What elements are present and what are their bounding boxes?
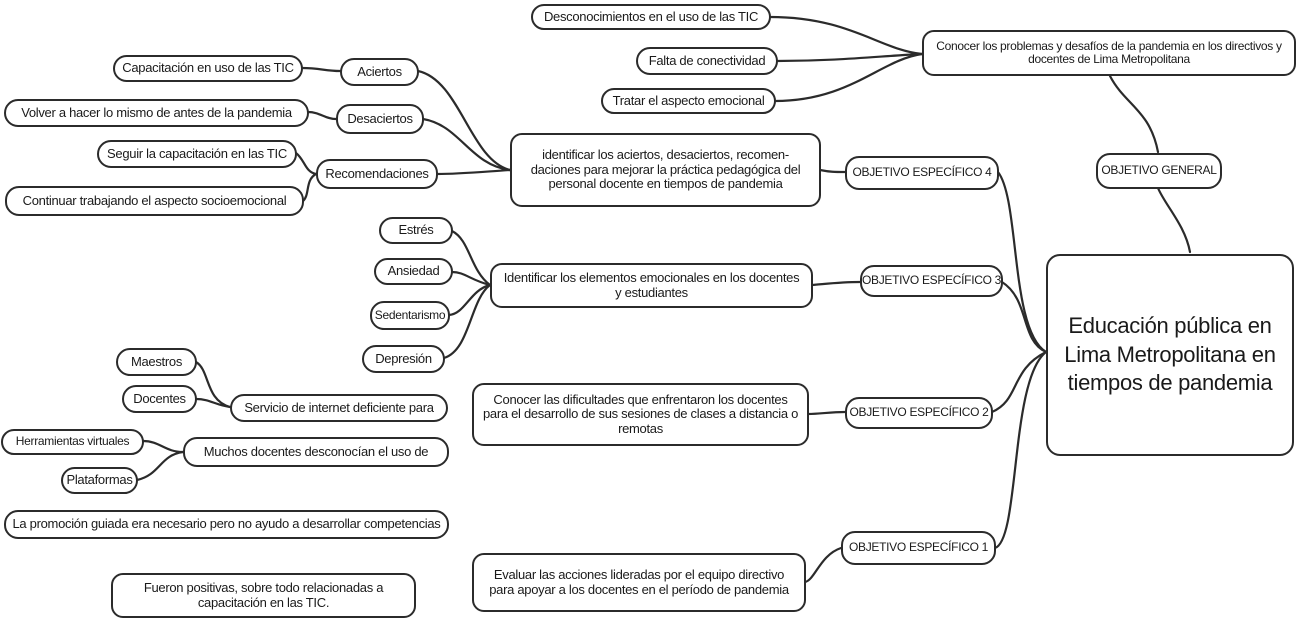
objective-1-description[interactable]: Evaluar las acciones lideradas por el eq… bbox=[472, 553, 806, 612]
connector-obj4-aciertos bbox=[416, 69, 512, 172]
objective-4-label: OBJETIVO ESPECÍFICO 4 bbox=[852, 165, 992, 180]
connector-desaciertos-item bbox=[306, 110, 338, 121]
objective-4-description-text: identificar los aciertos, desaciertos, r… bbox=[530, 147, 801, 192]
connector-aciertos-item bbox=[300, 66, 342, 73]
connector-central-obj1 bbox=[993, 350, 1048, 550]
connector-obj1-description bbox=[803, 546, 843, 584]
aciertos-item-text: Capacitación en uso de las TIC bbox=[122, 60, 294, 76]
emotion-estres-text: Estrés bbox=[398, 222, 434, 238]
emotion-depresion[interactable]: Depresión bbox=[362, 345, 445, 373]
objective-2-label: OBJETIVO ESPECÍFICO 2 bbox=[849, 405, 989, 420]
finding-desconocian-text: Muchos docentes desconocían el uso de bbox=[203, 443, 429, 459]
desconocian-item-plataformas-text: Plataformas bbox=[66, 472, 133, 488]
objective-1-node[interactable]: OBJETIVO ESPECÍFICO 1 bbox=[841, 531, 996, 565]
finding-promocion-guiada-text: La promoción guiada era necesario pero n… bbox=[12, 516, 441, 532]
desaciertos-item-text: Volver a hacer lo mismo de antes de la p… bbox=[21, 104, 292, 120]
emotion-sedentarismo[interactable]: Sedentarismo bbox=[370, 301, 450, 330]
recomendaciones-item-1-text: Seguir la capacitación en las TIC bbox=[107, 145, 287, 161]
objective-4-description[interactable]: identificar los aciertos, desaciertos, r… bbox=[510, 133, 821, 207]
objective-2-node[interactable]: OBJETIVO ESPECÍFICO 2 bbox=[845, 397, 993, 429]
emotion-sedentarismo-text: Sedentarismo bbox=[374, 307, 446, 322]
category-recomendaciones[interactable]: Recomendaciones bbox=[316, 159, 438, 189]
connector-obj3-depresion bbox=[442, 283, 492, 360]
aciertos-item[interactable]: Capacitación en uso de las TIC bbox=[113, 55, 303, 82]
general-objective-description-text: Conocer los problemas y desafíos de la p… bbox=[936, 38, 1282, 66]
category-recomendaciones-text: Recomendaciones bbox=[325, 165, 429, 181]
connector-obj3-sedentarismo bbox=[447, 283, 492, 317]
finding-desconocian[interactable]: Muchos docentes desconocían el uso de bbox=[183, 437, 449, 467]
connector-plataformas bbox=[135, 450, 185, 482]
desconocian-item-plataformas[interactable]: Plataformas bbox=[61, 467, 138, 494]
connector-recomendaciones-item-1 bbox=[294, 151, 318, 176]
connector-central-obj2 bbox=[990, 350, 1048, 414]
internet-item-maestros-text: Maestros bbox=[130, 353, 183, 369]
objective-3-node[interactable]: OBJETIVO ESPECÍFICO 3 bbox=[860, 265, 1003, 297]
internet-item-docentes-text: Docentes bbox=[133, 390, 186, 406]
recomendaciones-item-1[interactable]: Seguir la capacitación en las TIC bbox=[97, 140, 297, 168]
general-objective-node[interactable]: OBJETIVO GENERAL bbox=[1096, 153, 1222, 189]
category-desaciertos-text: Desaciertos bbox=[347, 110, 413, 126]
objective-3-label: OBJETIVO ESPECÍFICO 3 bbox=[861, 273, 1002, 288]
internet-item-maestros[interactable]: Maestros bbox=[116, 348, 197, 376]
recomendaciones-item-2[interactable]: Continuar trabajando el aspecto socioemo… bbox=[5, 186, 304, 216]
internet-item-docentes[interactable]: Docentes bbox=[122, 385, 197, 413]
connector-obj4-recomendaciones bbox=[435, 168, 512, 176]
desconocian-item-herramientas[interactable]: Herramientas virtuales bbox=[1, 429, 144, 455]
emotion-ansiedad-text: Ansiedad bbox=[387, 263, 440, 279]
general-item-1-text: Desconocimientos en el uso de las TIC bbox=[543, 8, 759, 24]
emotion-ansiedad[interactable]: Ansiedad bbox=[374, 258, 453, 285]
connector-recomendaciones-item-2 bbox=[301, 172, 318, 203]
connector-general-description bbox=[1108, 74, 1160, 154]
connector-central-obj4 bbox=[996, 170, 1048, 354]
recomendaciones-item-2-text: Continuar trabajando el aspecto socioemo… bbox=[22, 192, 287, 208]
objective-4-node[interactable]: OBJETIVO ESPECÍFICO 4 bbox=[845, 156, 999, 190]
connector-general-item-3 bbox=[773, 52, 924, 103]
objective-2-description[interactable]: Conocer las dificultades que enfrentaron… bbox=[472, 383, 809, 446]
connector-obj4-desaciertos bbox=[421, 117, 512, 172]
objective-1-label: OBJETIVO ESPECÍFICO 1 bbox=[848, 540, 989, 555]
objective-3-description[interactable]: Identificar los elementos emocionales en… bbox=[490, 263, 813, 308]
finding-internet-text: Servicio de internet deficiente para bbox=[244, 399, 434, 415]
finding-positivas-text: Fueron positivas, sobre todo relacionada… bbox=[143, 579, 384, 610]
desconocian-item-herramientas-text: Herramientas virtuales bbox=[15, 434, 130, 449]
desaciertos-item[interactable]: Volver a hacer lo mismo de antes de la p… bbox=[4, 99, 309, 127]
emotion-depresion-text: Depresión bbox=[375, 350, 432, 366]
general-objective-label: OBJETIVO GENERAL bbox=[1101, 163, 1217, 178]
finding-internet[interactable]: Servicio de internet deficiente para bbox=[230, 394, 448, 422]
connector-maestros bbox=[194, 360, 232, 409]
category-aciertos-text: Aciertos bbox=[357, 63, 402, 79]
emotion-estres[interactable]: Estrés bbox=[379, 217, 453, 244]
category-aciertos[interactable]: Aciertos bbox=[340, 58, 419, 86]
connector-general-item-2 bbox=[775, 52, 924, 63]
connector-herramientas bbox=[141, 439, 185, 454]
category-desaciertos[interactable]: Desaciertos bbox=[336, 104, 424, 134]
central-topic[interactable]: Educación pública en Lima Metropolitana … bbox=[1046, 254, 1294, 456]
connector-central-obj3 bbox=[1000, 280, 1048, 354]
connector-obj3-description bbox=[810, 280, 862, 287]
connector-obj3-ansiedad bbox=[450, 270, 492, 287]
connector-obj3-estres bbox=[450, 229, 492, 287]
general-objective-description[interactable]: Conocer los problemas y desafíos de la p… bbox=[922, 30, 1296, 76]
connector-obj4-description bbox=[818, 168, 847, 174]
objective-1-description-text: Evaluar las acciones lideradas por el eq… bbox=[489, 566, 789, 597]
connector-obj2-description bbox=[806, 410, 847, 416]
central-topic-text: Educación pública en Lima Metropolitana … bbox=[1064, 313, 1276, 396]
objective-3-description-text: Identificar los elementos emocionales en… bbox=[503, 269, 800, 300]
general-item-1[interactable]: Desconocimientos en el uso de las TIC bbox=[531, 4, 771, 30]
connector-general-item-1 bbox=[768, 15, 924, 56]
finding-positivas[interactable]: Fueron positivas, sobre todo relacionada… bbox=[111, 573, 416, 618]
general-item-3[interactable]: Tratar el aspecto emocional bbox=[601, 88, 776, 114]
general-item-2[interactable]: Falta de conectividad bbox=[636, 47, 778, 75]
finding-promocion-guiada[interactable]: La promoción guiada era necesario pero n… bbox=[4, 510, 449, 539]
objective-2-description-text: Conocer las dificultades que enfrentaron… bbox=[482, 391, 798, 436]
connector-central-general bbox=[1156, 186, 1192, 254]
general-item-3-text: Tratar el aspecto emocional bbox=[612, 92, 765, 108]
general-item-2-text: Falta de conectividad bbox=[648, 52, 766, 68]
connector-docentes bbox=[194, 397, 232, 409]
